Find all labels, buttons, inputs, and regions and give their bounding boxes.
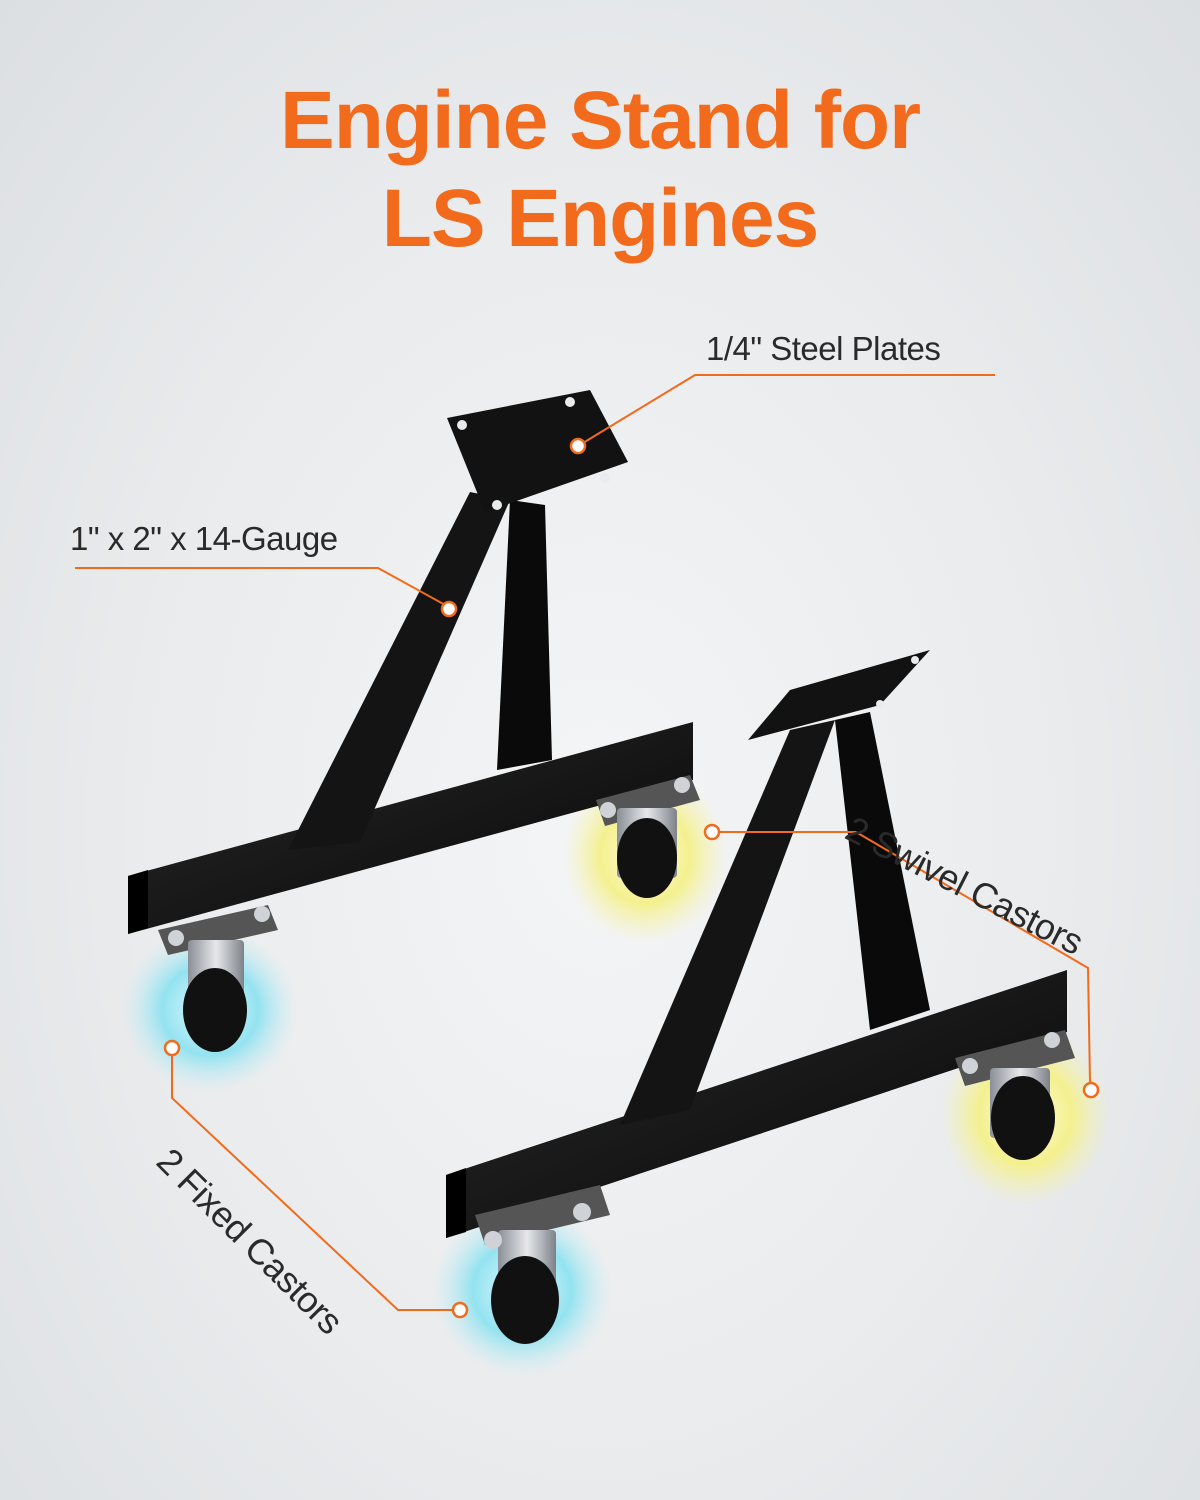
gauge-callout-dot	[440, 600, 458, 618]
title-line-1: Engine Stand for	[280, 75, 921, 166]
swivel-callout-dot-1	[703, 823, 721, 841]
title-line-2: LS Engines	[381, 173, 820, 264]
top-steel-plate	[447, 390, 628, 512]
callout-lines	[75, 374, 1100, 1319]
front-fixed-castor	[475, 1185, 610, 1344]
back-swivel-castor	[596, 775, 700, 898]
page-title: Engine Stand for LS Engines	[0, 72, 1200, 268]
fixed-callout-line	[171, 1056, 452, 1311]
swivel-callout-line-2	[855, 831, 1091, 1083]
swivel-callout-dot-2	[1082, 1081, 1100, 1099]
fixed-callout-dot-2	[451, 1301, 469, 1319]
back-fixed-castor	[158, 905, 278, 1052]
callout-gauge: 1" x 2" x 14-Gauge	[70, 520, 338, 557]
front-swivel-castor	[955, 1030, 1075, 1160]
plates-callout-line	[582, 374, 995, 444]
callout-steel-plates: 1/4" Steel Plates	[706, 330, 941, 367]
back-stand-frame	[128, 390, 693, 934]
fixed-callout-dot-1	[163, 1039, 181, 1057]
gauge-callout-line	[75, 567, 448, 607]
front-stand-frame	[446, 650, 1067, 1238]
plates-callout-dot	[569, 437, 587, 455]
front-steel-plate	[748, 650, 930, 740]
